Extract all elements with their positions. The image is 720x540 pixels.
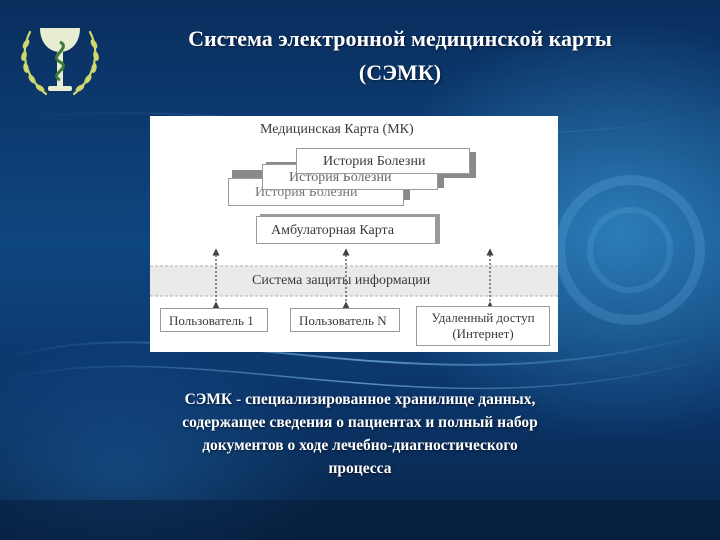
top-label: Медицинская Карта (МК) <box>260 122 414 137</box>
caption-line-2: содержащее сведения о пациентах и полный… <box>182 414 538 431</box>
user1-label: Пользователь 1 <box>169 313 254 328</box>
remote-access-box: Удаленный доступ (Интернет) <box>416 306 550 346</box>
caption-line-4: процесса <box>328 460 392 477</box>
slide-title: Система электронной медицинской карты (С… <box>120 22 680 90</box>
history-front-label: История Болезни <box>323 154 426 169</box>
caption-line-1: СЭМК - специализированное хранилище данн… <box>184 391 536 408</box>
title-line-1: Система электронной медицинской карты <box>188 26 612 51</box>
ambulatory-label: Амбулаторная Карта <box>271 223 395 238</box>
emr-diagram: Медицинская Карта (МК) История Болезни И… <box>150 116 558 352</box>
caption-line-3: документов о ходе лечебно-диагностическо… <box>202 437 518 454</box>
ambulatory-box: Амбулаторная Карта <box>256 216 436 244</box>
security-system-label: Система защиты информации <box>252 273 431 288</box>
userN-label: Пользователь N <box>299 313 387 328</box>
user1-box: Пользователь 1 <box>160 308 268 332</box>
title-line-2: (СЭМК) <box>358 60 442 85</box>
userN-box: Пользователь N <box>290 308 400 332</box>
history-box-front: История Болезни <box>296 148 470 174</box>
bowl-of-hygieia-laurel-icon <box>21 28 99 96</box>
slide-caption: СЭМК - специализированное хранилище данн… <box>110 388 610 480</box>
remote-line-1: Удаленный доступ <box>431 310 535 325</box>
remote-line-2: (Интернет) <box>452 326 514 341</box>
